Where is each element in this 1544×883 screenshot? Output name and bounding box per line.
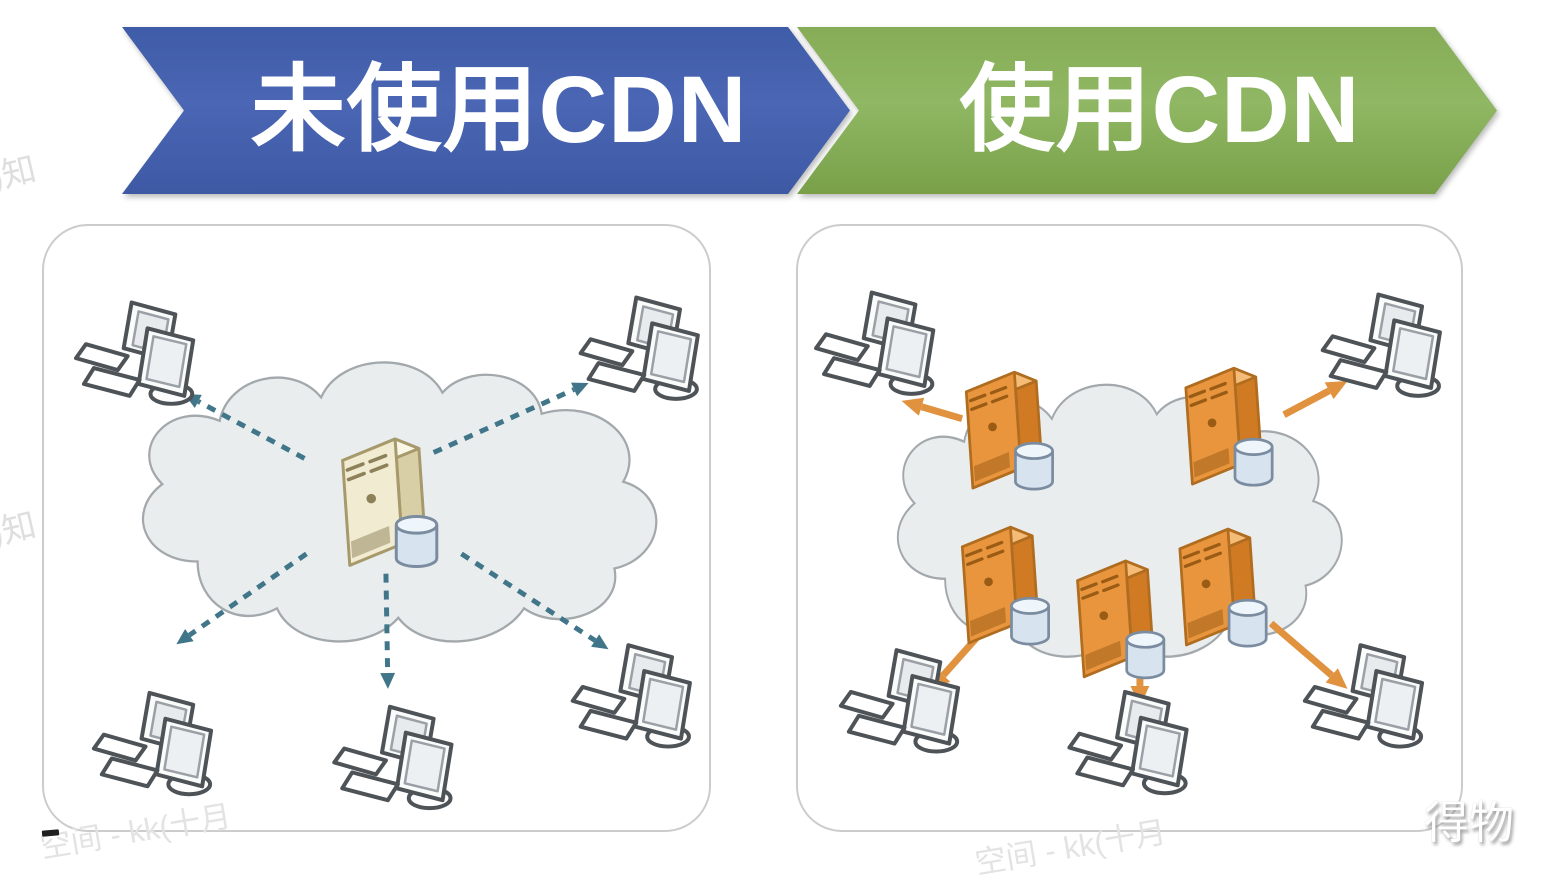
banner-no-cdn: 未使用CDN — [122, 27, 850, 194]
no-cdn-panel — [42, 224, 711, 832]
cdn-diagram — [814, 290, 1442, 796]
distribution-arrow-head — [1324, 380, 1348, 400]
client-computers-icon — [91, 690, 214, 797]
distribution-arrow-head — [176, 629, 194, 645]
client-computers-icon — [332, 704, 454, 811]
distribution-arrow-line — [432, 387, 576, 455]
banner-cdn-label: 使用CDN — [959, 57, 1361, 163]
cdn-edge-server-icon — [964, 370, 1055, 491]
client-computers-icon — [578, 295, 700, 401]
banner-no-cdn-shape: 未使用CDN — [122, 27, 850, 194]
client-computers-icon — [1320, 292, 1442, 398]
distribution-arrow-line — [187, 551, 308, 638]
distribution-arrow-line — [920, 403, 964, 423]
client-computers-icon — [814, 290, 936, 396]
banner-no-cdn-label: 未使用CDN — [250, 57, 748, 163]
client-computers-icon — [74, 300, 196, 406]
distribution-arrow-line — [1268, 620, 1334, 678]
distribution-arrow-head — [380, 672, 396, 689]
client-computers-icon — [1302, 643, 1425, 749]
distribution-arrow-head — [901, 397, 925, 416]
cdn-edge-server-icon — [1184, 366, 1274, 487]
cropped-letter-fragment — [41, 829, 60, 837]
distribution-arrow-head — [1325, 668, 1348, 689]
watermark-zhi-middle: )知 — [0, 506, 40, 554]
client-computers-icon — [838, 648, 961, 754]
distribution-arrow-head — [591, 634, 609, 650]
watermark-zhi-top: )知 — [0, 150, 40, 198]
client-computers-icon — [570, 643, 692, 749]
distribution-arrow-line — [1282, 387, 1331, 418]
no-cdn-diagram — [74, 295, 700, 811]
banner-cdn-shape: 使用CDN — [797, 27, 1497, 194]
cdn-panel — [796, 224, 1463, 832]
client-computers-icon — [1067, 689, 1189, 796]
distribution-arrow-line — [197, 399, 306, 461]
distribution-arrow-head — [571, 382, 589, 397]
banner-cdn: 使用CDN — [797, 27, 1497, 194]
